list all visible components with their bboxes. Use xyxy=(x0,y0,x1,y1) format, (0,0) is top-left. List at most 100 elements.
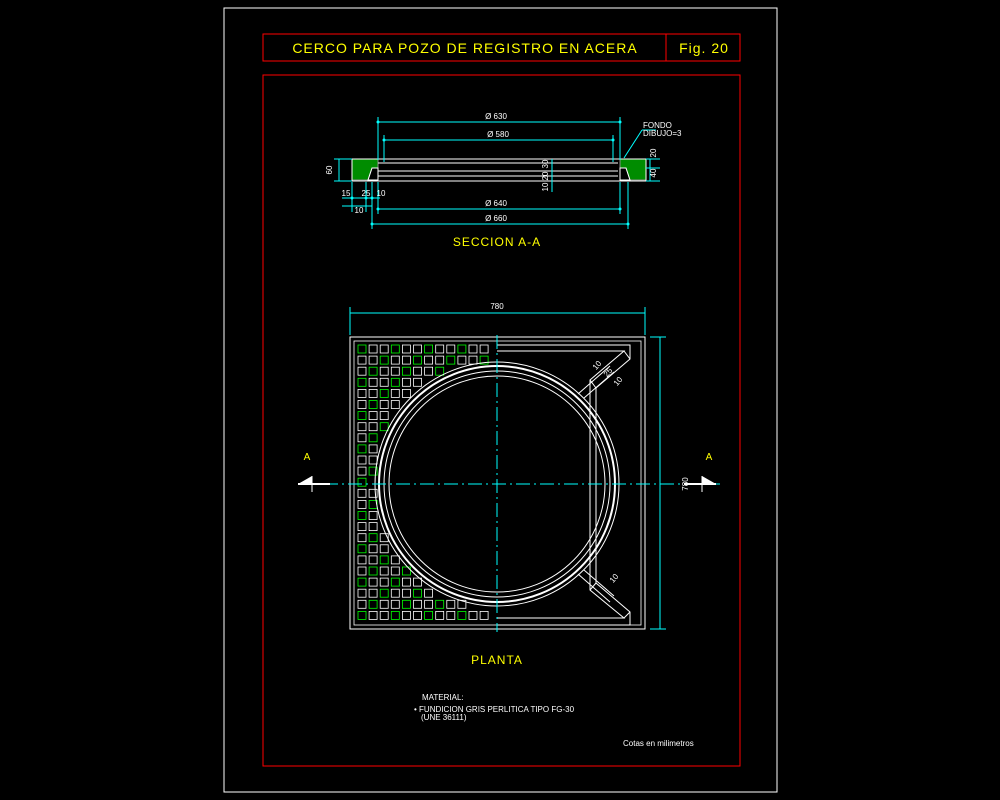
grid-square xyxy=(357,411,367,421)
grid-square xyxy=(368,455,378,465)
grid-square xyxy=(357,466,367,476)
grid-square xyxy=(413,577,422,587)
grid-square xyxy=(457,611,467,620)
grid-square xyxy=(457,355,467,365)
grid-square xyxy=(390,555,400,565)
grid-square xyxy=(357,522,367,531)
grid-square xyxy=(401,355,411,365)
section-right-flange xyxy=(619,158,647,181)
grid-square xyxy=(446,599,456,609)
figure-number: Fig. 20 xyxy=(679,40,729,56)
grid-square xyxy=(357,377,367,387)
grid-square xyxy=(401,344,411,354)
grid-square xyxy=(368,444,378,454)
grid-square xyxy=(390,588,400,598)
grid-square xyxy=(379,355,389,365)
grid-square xyxy=(357,488,367,498)
grid-square xyxy=(368,588,378,598)
grid-square xyxy=(379,344,389,354)
grid-square xyxy=(401,599,411,609)
grid-square xyxy=(379,577,389,587)
dim-660: Ø 660 xyxy=(485,214,507,223)
grid-square xyxy=(479,344,489,354)
units-note: Cotas en milimetros xyxy=(623,739,694,748)
section-marker-right-label: A xyxy=(706,452,713,463)
grid-square xyxy=(457,344,467,354)
grid-square xyxy=(401,577,411,587)
section-dimensions xyxy=(334,117,660,229)
dim-30-inner: 30 xyxy=(541,159,550,168)
plan-right-frame xyxy=(497,344,631,626)
grid-square xyxy=(424,344,434,354)
grid-square xyxy=(424,355,434,365)
grid-square xyxy=(379,588,389,598)
grid-square xyxy=(368,422,378,432)
grid-square xyxy=(435,355,445,365)
dim-15: 15 xyxy=(342,189,351,198)
grid-square xyxy=(379,400,389,409)
dim-25: 25 xyxy=(362,189,371,198)
grid-square xyxy=(468,344,478,354)
grid-square xyxy=(401,388,411,398)
grid-square xyxy=(357,455,367,465)
grid-square xyxy=(368,388,378,398)
rib-dim-10b: 10 xyxy=(612,375,625,388)
grid-square xyxy=(468,611,478,620)
grid-square xyxy=(379,411,389,421)
grid-square xyxy=(379,366,389,376)
grid-square xyxy=(390,400,400,409)
grid-square xyxy=(357,611,367,620)
grid-square xyxy=(357,588,367,598)
grid-square xyxy=(357,422,367,432)
grid-square xyxy=(435,366,445,376)
grid-square xyxy=(357,555,367,565)
grid-square xyxy=(357,599,367,609)
grid-square xyxy=(357,511,367,520)
grid-square xyxy=(390,366,400,376)
grid-square xyxy=(390,388,400,398)
grid-square xyxy=(446,355,456,365)
grid-square xyxy=(368,411,378,421)
grid-square xyxy=(379,388,389,398)
grid-square xyxy=(413,611,422,620)
grid-square xyxy=(379,377,389,387)
dim-20-inner: 20 xyxy=(541,171,550,180)
note-fondo: FONDO xyxy=(643,121,672,130)
grid-squares xyxy=(357,344,489,620)
grid-square xyxy=(390,599,400,609)
grid-square xyxy=(446,344,456,354)
grid-square xyxy=(357,433,367,443)
grid-square xyxy=(357,499,367,509)
grid-square xyxy=(357,388,367,398)
grid-square xyxy=(413,366,422,376)
grid-square xyxy=(357,533,367,543)
grid-square xyxy=(479,611,489,620)
grid-square xyxy=(468,355,478,365)
grid-square xyxy=(379,533,389,543)
dim-580: Ø 580 xyxy=(487,130,509,139)
grid-square xyxy=(357,400,367,409)
dim-60: 60 xyxy=(325,165,334,174)
grid-square xyxy=(379,555,389,565)
grid-square xyxy=(368,344,378,354)
section-marker-left: A xyxy=(298,452,330,492)
grid-square xyxy=(390,377,400,387)
grid-square xyxy=(413,377,422,387)
grid-square xyxy=(401,366,411,376)
dim-10-inner: 10 xyxy=(541,182,550,191)
grid-square xyxy=(401,588,411,598)
grid-square xyxy=(424,611,434,620)
grid-square xyxy=(413,355,422,365)
rib-dim-25: 25 xyxy=(602,366,615,379)
dim-630: Ø 630 xyxy=(485,112,507,121)
grid-square xyxy=(435,344,445,354)
material-heading: MATERIAL: xyxy=(422,693,464,702)
dim-640: Ø 640 xyxy=(485,199,507,208)
grid-square xyxy=(368,400,378,409)
section-label: SECCION A-A xyxy=(453,235,541,249)
grid-square xyxy=(368,488,378,498)
plan-label: PLANTA xyxy=(471,653,523,667)
grid-square xyxy=(368,522,378,531)
grid-square xyxy=(424,588,434,598)
